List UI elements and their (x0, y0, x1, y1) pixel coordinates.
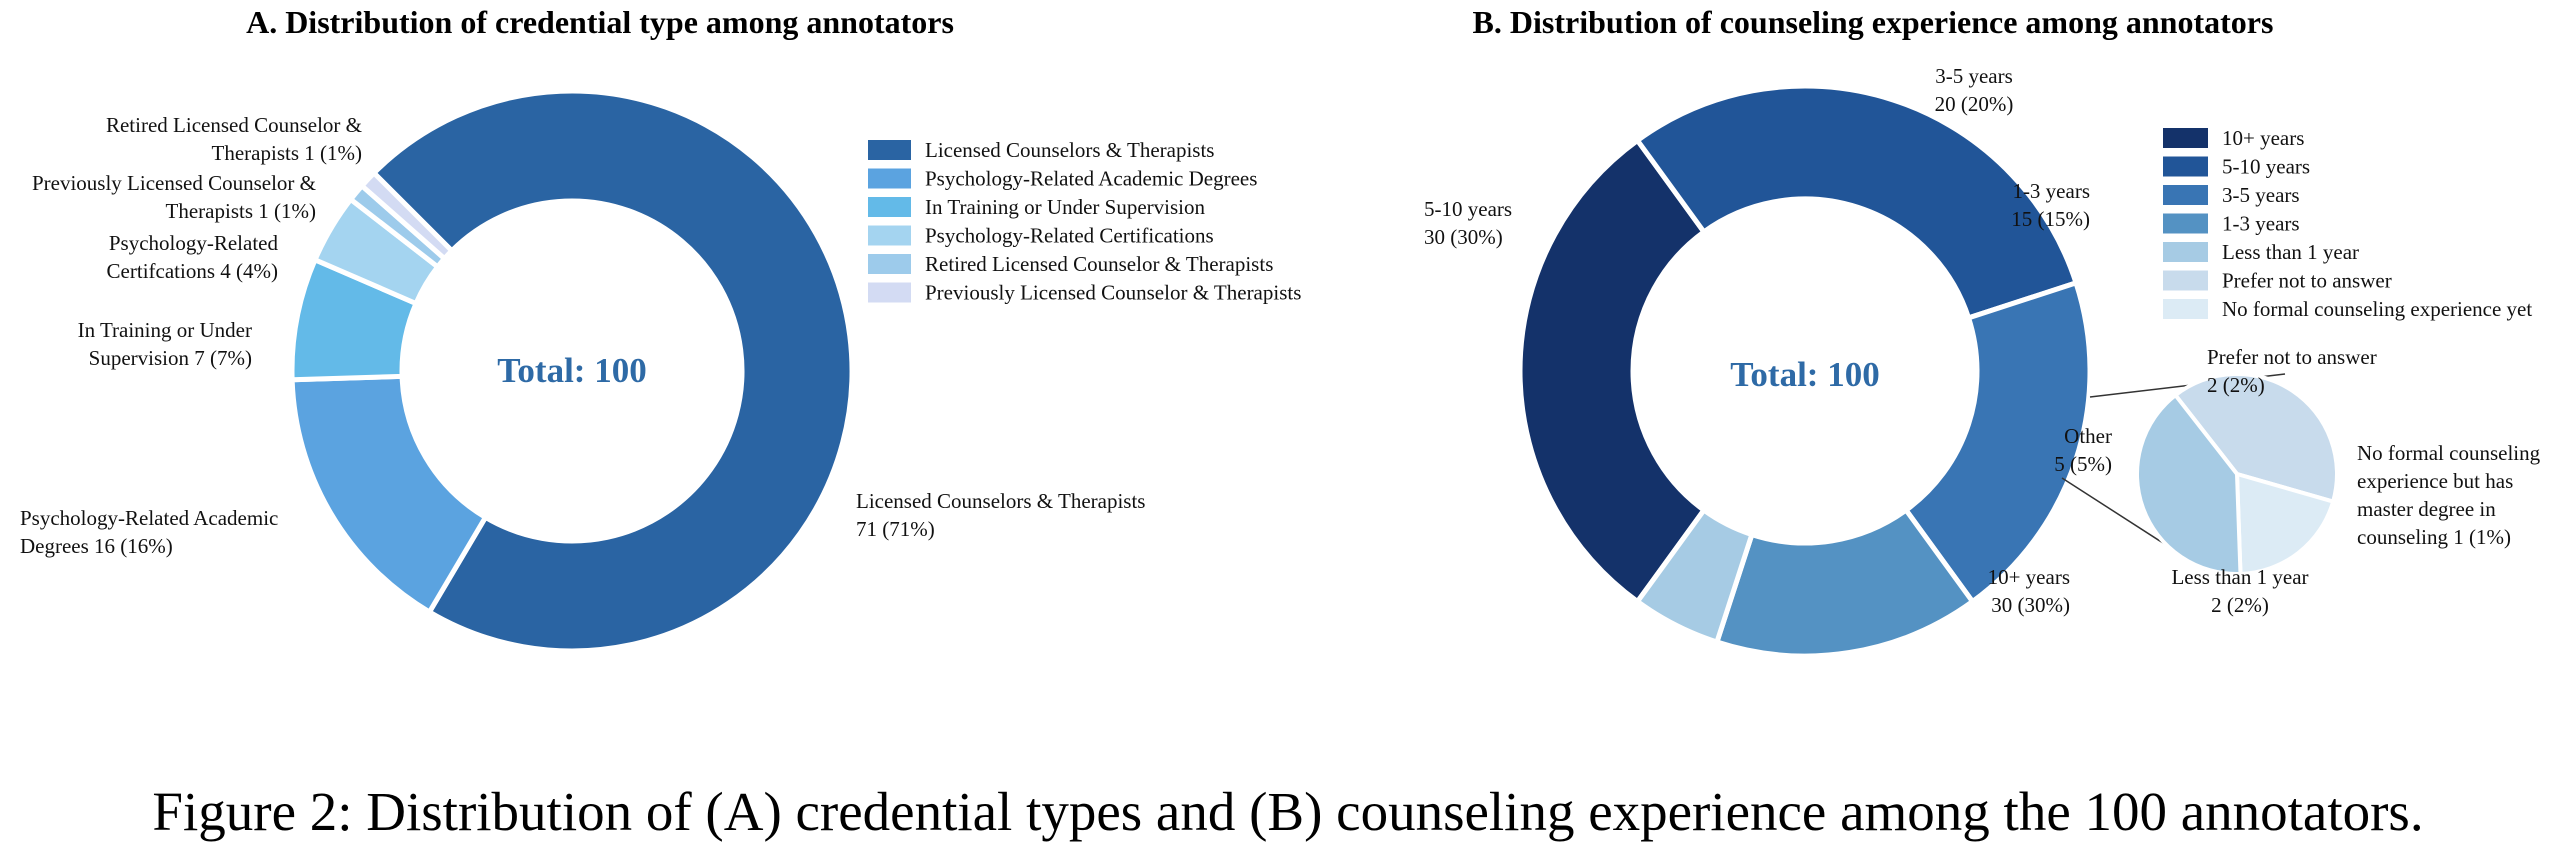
panel-b-label-3-5-years: 3-5 years 20 (20%) (1935, 64, 2014, 116)
panel-a-slice-labels: Licensed Counselors & Therapists 71 (71%)… (20, 113, 1145, 558)
panel-b-breakout-label-prefer-not-to-answer: Prefer not to answer 2 (2%) (2207, 345, 2377, 397)
panel-b-label-10-years: 10+ years 30 (30%) (1988, 565, 2070, 617)
panel-b-breakout-label-no-formal-counseling-experience-but-has-master-degree-in-counseling-line: experience but has (2357, 469, 2513, 493)
panel-b-legend-label-1-3-years: 1-3 years (2222, 212, 2300, 236)
panel-a-label-in-training-or-under-supervision-line: In Training or Under (78, 318, 252, 342)
panel-b-legend-swatch-1-3-years (2163, 213, 2208, 234)
panel-a-legend-label-in-training-or-under-supervision: In Training or Under Supervision (925, 195, 1205, 219)
panel-a-label-licensed-counselors-therapists-line: Licensed Counselors & Therapists (856, 489, 1145, 513)
panel-a-label-licensed-counselors-therapists: Licensed Counselors & Therapists 71 (71%) (856, 489, 1145, 541)
panel-b-slice-other (1633, 506, 1756, 646)
panel-b-label-10-years-line: 10+ years (1988, 565, 2070, 589)
panel-b-legend-swatch-no-formal-counseling-experience-yet (2163, 299, 2208, 319)
panel-a-label-licensed-counselors-therapists-line: 71 (71%) (856, 517, 935, 541)
panel-a-label-psychology-related-academic-degrees-line: Psychology-Related Academic (20, 506, 278, 530)
panel-a-slice-psychology-related-academic-degrees (289, 373, 489, 616)
panel-a-label-retired-licensed-counselor-therapists-line: Therapists 1 (1%) (212, 141, 362, 165)
panel-b-breakout-label-prefer-not-to-answer-line: Prefer not to answer (2207, 345, 2377, 369)
panel-b-legend-label-less-than-1-year: Less than 1 year (2222, 240, 2359, 264)
panel-b-slice-1-3-years (1713, 506, 1977, 659)
panel-b-slice-labels: 10+ years 30 (30%) 5-10 years 30 (30%) 3-5 y… (1424, 64, 2541, 617)
panel-b-legend-label-5-10-years: 5-10 years (2222, 155, 2310, 179)
panel-b-slice-5-10-years (1633, 83, 2080, 321)
panel-b-legend-swatch-3-5-years (2163, 185, 2208, 205)
panel-b-legend-swatch-10-years (2163, 128, 2208, 148)
panel-b-donut (1517, 83, 2093, 659)
panel-b-label-other-line: 5 (5%) (2054, 452, 2112, 476)
panel-a-label-retired-licensed-counselor-therapists-line: Retired Licensed Counselor & (106, 113, 362, 137)
panel-b-legend-swatch-5-10-years (2163, 156, 2208, 177)
panel-b-breakout-label-less-than-1-year: Less than 1 year 2 (2%) (2171, 565, 2308, 617)
panel-b-breakout-slice-less-than-1-year (2135, 392, 2243, 576)
panel-b-breakout-slice-prefer-not-to-answer (2172, 372, 2339, 505)
panel-b-breakout-label-no-formal-counseling-experience-but-has-master-degree-in-counseling-line: No formal counseling (2357, 441, 2541, 465)
panel-a-label-previously-licensed-counselor-therapists-line: Therapists 1 (1%) (166, 199, 316, 223)
panel-a-legend-swatch-in-training-or-under-supervision (868, 197, 911, 217)
panel-a-legend-label-previously-licensed-counselor-therapists: Previously Licensed Counselor & Therapis… (925, 281, 1301, 305)
panel-a-legend-swatch-retired-licensed-counselor-therapists (868, 254, 911, 274)
panel-a-label-retired-licensed-counselor-therapists: Retired Licensed Counselor & Therapists 1… (106, 113, 362, 165)
panel-a-legend-label-psychology-related-certifications: Psychology-Related Certifications (925, 224, 1214, 248)
panel-b-label-3-5-years-line: 20 (20%) (1935, 92, 2014, 116)
panel-a-legend-swatch-previously-licensed-counselor-therapists (868, 282, 911, 303)
panel-b-breakout-label-no-formal-counseling-experience-but-has-master-degree-in-counseling-line: master degree in (2357, 497, 2496, 521)
panel-b-label-1-3-years-line: 15 (15%) (2011, 207, 2090, 231)
panel-a-label-in-training-or-under-supervision-line: Supervision 7 (7%) (89, 346, 252, 370)
panel-b-label-other-line: Other (2064, 424, 2112, 448)
panel-a-legend-swatch-licensed-counselors-therapists (868, 140, 911, 160)
panel-b-title: B. Distribution of counseling experience… (1473, 4, 2274, 40)
panel-a-legend-swatch-psychology-related-academic-degrees (868, 168, 911, 189)
panel-a-total: Total: 100 (497, 351, 646, 390)
panel-b-legend-label-no-formal-counseling-experience-yet: No formal counseling experience yet (2222, 297, 2532, 321)
panel-b-breakout-label-less-than-1-year-line: 2 (2%) (2211, 593, 2269, 617)
panel-b-breakout-label-less-than-1-year-line: Less than 1 year (2171, 565, 2308, 589)
panel-b-label-1-3-years: 1-3 years 15 (15%) (2011, 179, 2090, 231)
panel-b-legend-label-3-5-years: 3-5 years (2222, 183, 2300, 207)
panel-a-slice-previously-licensed-counselor-therapists (358, 169, 456, 263)
panel-b-breakout-pie (2135, 372, 2339, 577)
panel-b-breakout-label-prefer-not-to-answer-line: 2 (2%) (2207, 373, 2265, 397)
panel-b-total: Total: 100 (1730, 355, 1879, 394)
panel-b-label-3-5-years-line: 3-5 years (1935, 64, 2013, 88)
panel-b-legend: 10+ years 5-10 years 3-5 years 1-3 yearsLes… (2163, 126, 2532, 321)
panel-b-slice-10-years (1517, 136, 1708, 606)
figure-caption: Figure 2: Distribution of (A) credential… (152, 781, 2424, 842)
panel-b-label-other: Other 5 (5%) (2054, 424, 2112, 476)
panel-b-label-5-10-years-line: 5-10 years (1424, 197, 1512, 221)
panel-b-breakout-slice-no-formal-counseling-experience-but-has-master-degree-in-counseling (2234, 471, 2336, 577)
panel-a-legend-swatch-psychology-related-certifications (868, 225, 911, 246)
panel-b-slice-3-5-years (1902, 279, 2093, 606)
panel-b-label-5-10-years: 5-10 years 30 (30%) (1424, 197, 1512, 249)
figure-canvas: A. Distribution of credential type among… (20, 4, 2541, 659)
panel-b-legend-label-prefer-not-to-answer: Prefer not to answer (2222, 269, 2392, 293)
panel-a-label-previously-licensed-counselor-therapists: Previously Licensed Counselor & Therapist… (32, 171, 316, 223)
panel-b-breakout-label-no-formal-counseling-experience-but-has-master-degree-in-counseling: No formal counseling experience but has ma… (2357, 441, 2541, 549)
panel-b-legend-swatch-prefer-not-to-answer (2163, 270, 2208, 291)
panel-a-label-previously-licensed-counselor-therapists-line: Previously Licensed Counselor & (32, 171, 316, 195)
panel-b-legend-label-10-years: 10+ years (2222, 126, 2304, 150)
panel-a-legend-label-licensed-counselors-therapists: Licensed Counselors & Therapists (925, 138, 1214, 162)
panel-a-label-psychology-related-academic-degrees-line: Degrees 16 (16%) (20, 534, 173, 558)
panel-b-label-5-10-years-line: 30 (30%) (1424, 225, 1503, 249)
panel-b-legend-swatch-less-than-1-year (2163, 242, 2208, 262)
panel-a-title: A. Distribution of credential type among… (246, 4, 954, 40)
panel-a-label-psychology-related-certifications-line: Psychology-Related (109, 231, 279, 255)
panel-a-donut (289, 88, 855, 654)
panel-a-legend: Licensed Counselors & TherapistsPsycholo… (868, 138, 1301, 305)
panel-a-slice-licensed-counselors-therapists (370, 88, 855, 654)
panel-b-label-10-years-line: 30 (30%) (1991, 593, 2070, 617)
panel-a-label-psychology-related-certifications-line: Certifcations 4 (4%) (107, 259, 278, 283)
panel-b-breakout-label-no-formal-counseling-experience-but-has-master-degree-in-counseling-line: counseling 1 (1%) (2357, 525, 2511, 549)
panel-a-legend-label-psychology-related-academic-degrees: Psychology-Related Academic Degrees (925, 167, 1257, 191)
panel-a-legend-label-retired-licensed-counselor-therapists: Retired Licensed Counselor & Therapists (925, 252, 1273, 276)
panel-b-label-1-3-years-line: 1-3 years (2012, 179, 2090, 203)
